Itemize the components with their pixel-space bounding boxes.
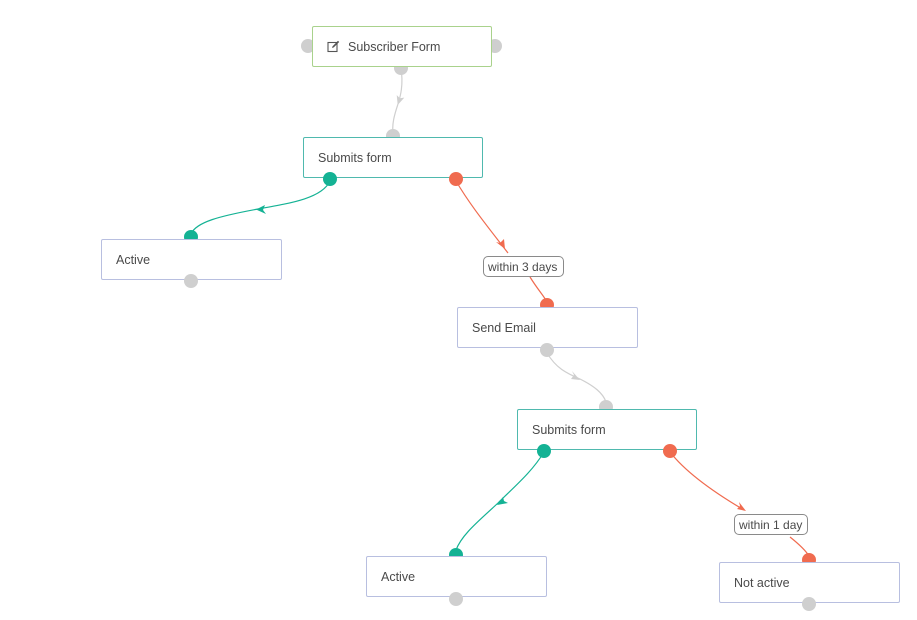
node-label: Active	[381, 569, 416, 584]
action-node-active[interactable]: Active	[366, 556, 547, 597]
node-label: Send Email	[472, 320, 536, 335]
delay-text: within 1 day	[739, 517, 803, 532]
node-label: Active	[116, 252, 151, 267]
edge-submits1-to-active1[interactable]	[257, 180, 331, 210]
edit-icon	[327, 40, 340, 53]
output-port[interactable]	[802, 597, 816, 611]
edge-submits2-to-not-active[interactable]	[669, 451, 745, 511]
edge-delay-label[interactable]: within 3 days	[483, 256, 564, 277]
node-label: Submits form	[532, 422, 606, 437]
arrowhead	[496, 239, 505, 249]
edge-send-email-to-submits2[interactable]	[546, 352, 607, 403]
arrowhead	[571, 371, 580, 380]
true-output-port[interactable]	[323, 172, 337, 186]
true-output-port[interactable]	[537, 444, 551, 458]
condition-node-submits-form[interactable]: Submits form	[517, 409, 697, 450]
edge-submits1-to-send-email[interactable]	[455, 180, 509, 254]
output-port[interactable]	[184, 274, 198, 288]
input-port[interactable]	[301, 39, 315, 53]
output-port[interactable]	[449, 592, 463, 606]
edge-submits2-to-active2[interactable]	[455, 451, 545, 551]
false-output-port[interactable]	[449, 172, 463, 186]
node-label: Submits form	[318, 150, 392, 165]
edge-submits1-to-active1-tail	[190, 208, 259, 235]
arrowhead	[737, 502, 746, 511]
condition-node-submits-form[interactable]: Submits form	[303, 137, 483, 178]
arrowhead	[497, 497, 508, 505]
node-label: Not active	[734, 575, 790, 590]
arrowhead	[256, 205, 266, 214]
false-output-port[interactable]	[663, 444, 677, 458]
trigger-node-subscriber-form[interactable]: Subscriber Form	[312, 26, 492, 67]
node-label: Subscriber Form	[348, 39, 441, 54]
delay-text: within 3 days	[488, 259, 558, 274]
action-node-send-email[interactable]: Send Email	[457, 307, 638, 348]
edge-delay-label[interactable]: within 1 day	[734, 514, 808, 535]
output-port[interactable]	[540, 343, 554, 357]
